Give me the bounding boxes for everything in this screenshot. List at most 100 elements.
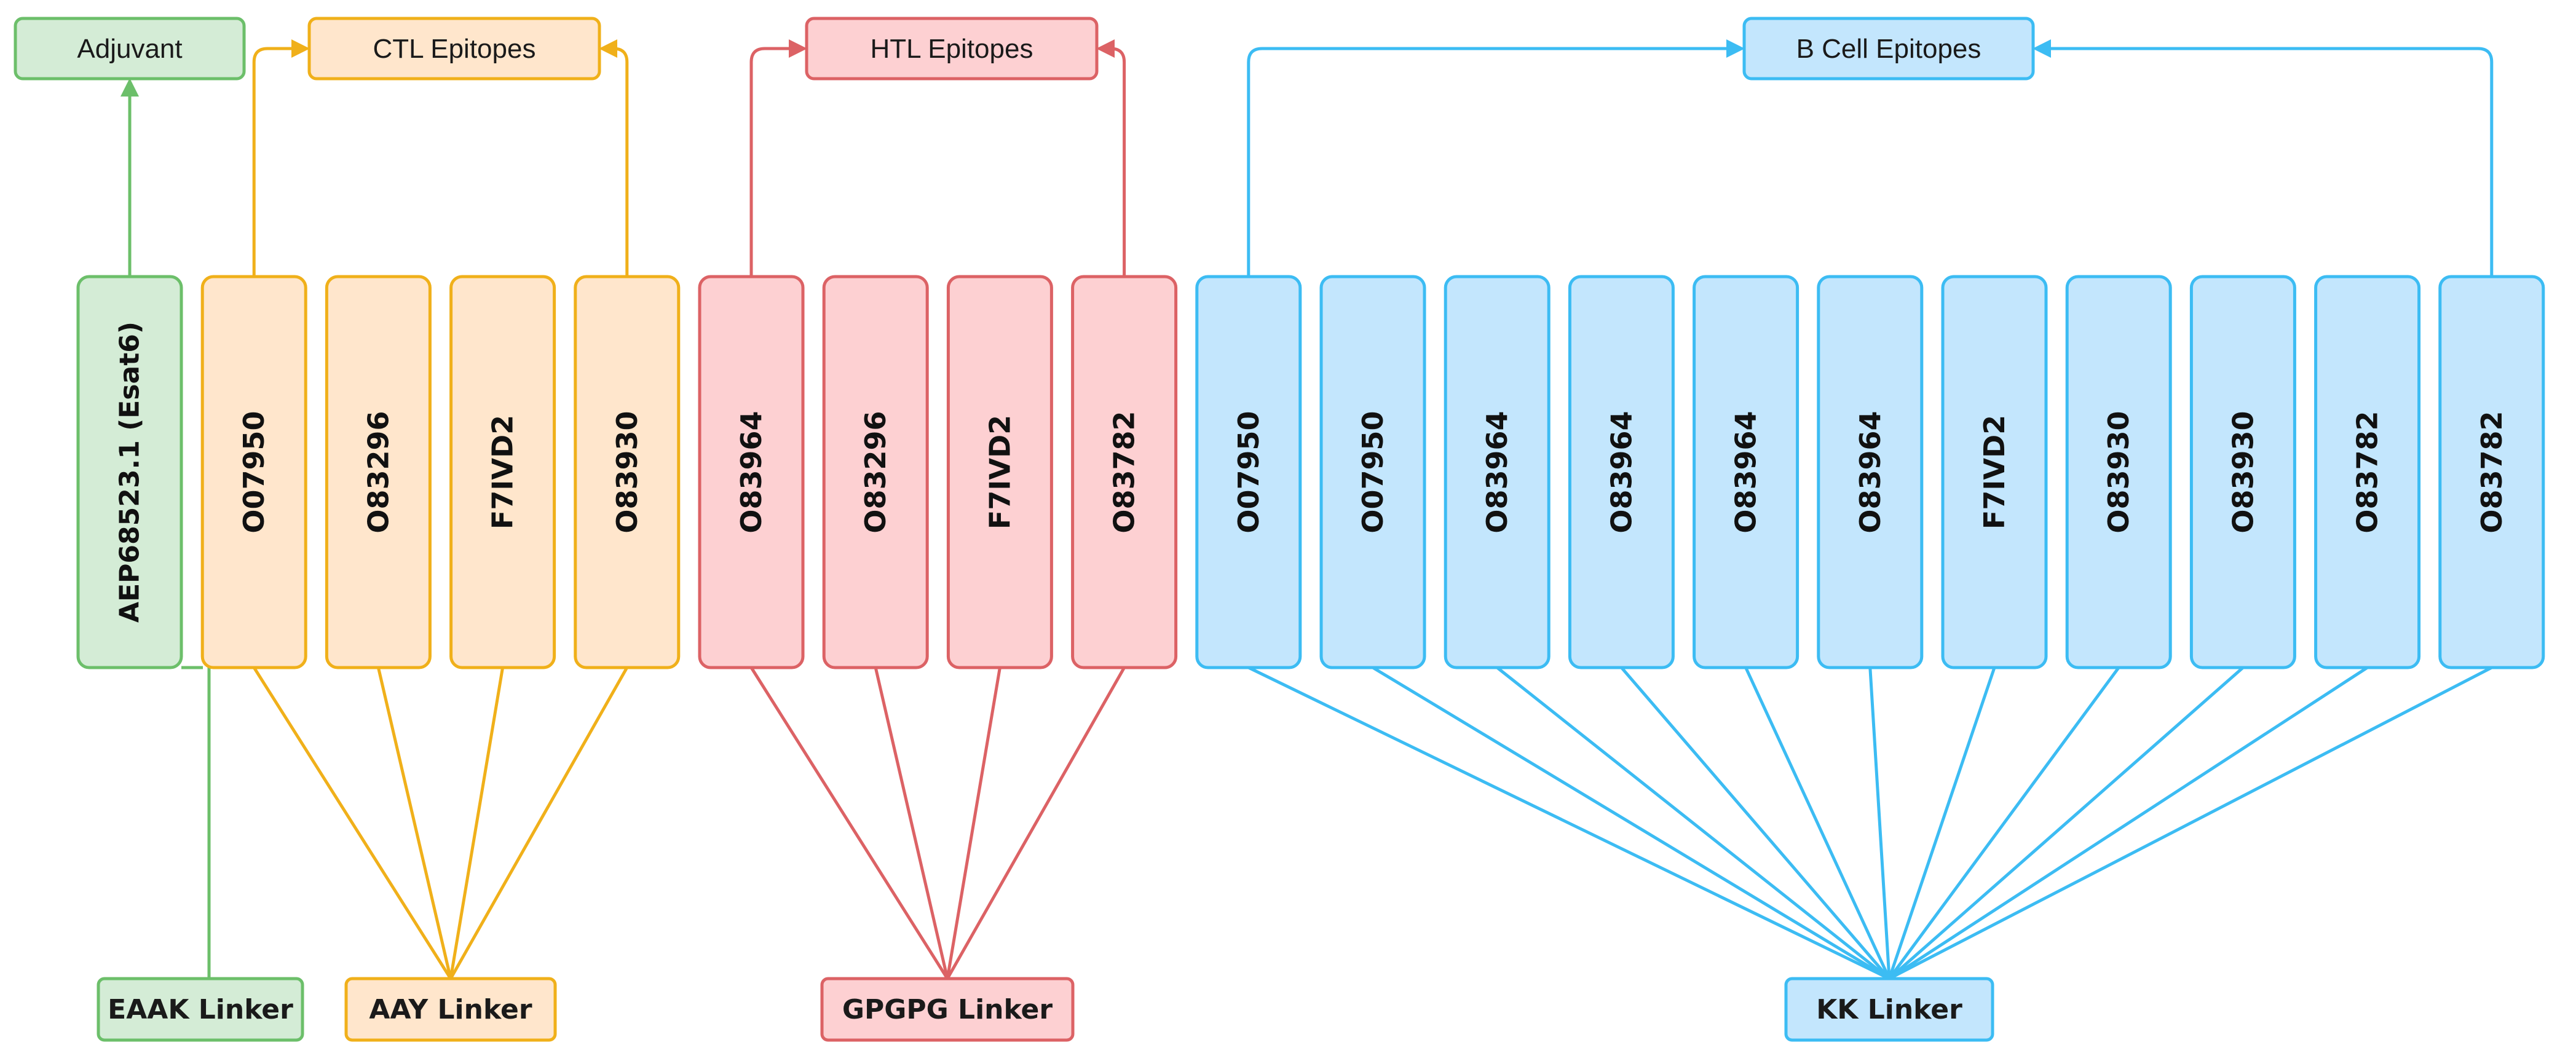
sequence-label: O83930	[2102, 411, 2135, 533]
sequence-label: O83964	[1480, 411, 1514, 533]
aay-linker-connector	[449, 666, 629, 980]
sequence-box-shape	[325, 275, 432, 669]
category-box-shape	[307, 17, 601, 81]
sequence-box-o83930: O83930	[574, 275, 681, 669]
sequence-label: F7IVD2	[486, 415, 520, 529]
eaak-linker-box: EAAK Linker	[97, 977, 304, 1042]
sequence-label: O07950	[1232, 411, 1265, 533]
sequence-box-shape	[76, 275, 183, 669]
gpgpg-linker-connector	[946, 666, 1126, 980]
linker-label: GPGPG Linker	[842, 994, 1053, 1025]
aay-linker-connector	[449, 666, 505, 980]
sequence-box-o83296: O83296	[325, 275, 432, 669]
b-cell-epitopes-arrow-left	[1247, 39, 1745, 277]
category-box-shape	[805, 17, 1099, 81]
sequence-label: F7IVD2	[1978, 415, 2011, 529]
sequence-box-shape	[1941, 275, 2048, 669]
aay-linker-connector	[376, 666, 452, 980]
category-label: B Cell Epitopes	[1796, 34, 1981, 64]
kk-linker-connector	[1619, 666, 1891, 980]
sequence-label: O83930	[2226, 411, 2259, 533]
htl-epitopes-arrow-left	[749, 39, 807, 277]
sequence-box-o83930: O83930	[2189, 275, 2296, 669]
category-box-shape	[14, 17, 246, 81]
kk-linker-connector	[1887, 666, 2494, 980]
kk-linker-connector	[1887, 666, 2120, 980]
kk-linker-connector	[1495, 666, 1891, 980]
linker-box-shape	[1784, 977, 1994, 1042]
sequence-box-f7ivd2: F7IVD2	[449, 275, 556, 669]
gpgpg-linker-connector	[749, 666, 949, 980]
category-boxes: Adjuvant CTL Epitopes HTL Epitopes B Cell E…	[14, 17, 2035, 81]
sequence-label: O83930	[610, 411, 644, 533]
sequence-box-o07950: O07950	[1195, 275, 1302, 669]
linker-label: EAAK Linker	[108, 994, 293, 1025]
sequence-box-shape	[2438, 275, 2545, 669]
sequence-box-shape	[2314, 275, 2421, 669]
sequence-box-shape	[698, 275, 805, 669]
sequence-box-o07950: O07950	[1319, 275, 1426, 669]
sequence-box-shape	[1195, 275, 1302, 669]
sequence-label: O07950	[1356, 411, 1389, 533]
sequence-label: O83296	[362, 411, 395, 533]
adjuvant-box: Adjuvant	[14, 17, 246, 81]
sequence-label: O07950	[237, 411, 271, 533]
sequence-box-aep68523-1-esat6: AEP68523.1 (Esat6)	[76, 275, 183, 669]
sequence-box-o83782: O83782	[1071, 275, 1178, 669]
kk-linker-connector	[1868, 666, 1891, 980]
b-cell-epitopes-arrow-right	[2033, 39, 2494, 277]
htl-epitopes-arrow-right	[1096, 39, 1126, 277]
sequence-box-o83296: O83296	[822, 275, 929, 669]
sequence-box-o83964: O83964	[698, 275, 805, 669]
sequence-label: O83782	[2475, 411, 2508, 533]
sequence-label: O83964	[1729, 411, 1763, 533]
aay-linker-connector	[252, 666, 452, 980]
sequence-label: F7IVD2	[983, 415, 1016, 529]
sequence-box-f7ivd2: F7IVD2	[1941, 275, 2048, 669]
sequence-boxes: AEP68523.1 (Esat6) O07950 O83296 F7IVD2 O839…	[76, 275, 2545, 669]
kk-linker-connector	[1887, 666, 2245, 980]
sequence-box-shape	[574, 275, 681, 669]
b-cell-epitopes-box: B Cell Epitopes	[1742, 17, 2035, 81]
sequence-label: O83964	[1605, 411, 1638, 533]
htl-epitopes-box: HTL Epitopes	[805, 17, 1099, 81]
sequence-box-o83782: O83782	[2314, 275, 2421, 669]
kk-linker-connector	[1887, 666, 2369, 980]
sequence-box-o07950: O07950	[200, 275, 307, 669]
aay-linker-box: AAY Linker	[344, 977, 557, 1042]
sequence-box-shape	[822, 275, 929, 669]
sequence-label: O83782	[1108, 411, 1141, 533]
sequence-box-o83964: O83964	[1693, 275, 1800, 669]
kk-linker-box: KK Linker	[1784, 977, 1994, 1042]
sequence-label: O83964	[735, 411, 768, 533]
linker-label: KK Linker	[1816, 994, 1962, 1025]
sequence-box-shape	[1817, 275, 1924, 669]
connectors	[121, 39, 2494, 980]
sequence-box-shape	[200, 275, 307, 669]
sequence-box-f7ivd2: F7IVD2	[946, 275, 1053, 669]
sequence-box-shape	[1071, 275, 1178, 669]
linker-box-shape	[97, 977, 304, 1042]
sequence-label: O83782	[2351, 411, 2384, 533]
sequence-label: O83964	[1854, 411, 1887, 533]
ctl-epitopes-box: CTL Epitopes	[307, 17, 601, 81]
linker-label: AAY Linker	[369, 994, 532, 1025]
sequence-box-shape	[1693, 275, 1800, 669]
sequence-box-o83964: O83964	[1568, 275, 1675, 669]
gpgpg-linker-connector	[874, 666, 949, 980]
category-box-shape	[1742, 17, 2035, 81]
sequence-box-o83964: O83964	[1444, 275, 1551, 669]
gpgpg-linker-connector	[946, 666, 1002, 980]
sequence-box-shape	[2189, 275, 2296, 669]
gpgpg-linker-box: GPGPG Linker	[820, 977, 1075, 1042]
sequence-label: AEP68523.1 (Esat6)	[114, 321, 146, 623]
sequence-box-shape	[1444, 275, 1551, 669]
linker-box-shape	[820, 977, 1075, 1042]
linker-box-shape	[344, 977, 557, 1042]
ctl-epitopes-arrow-left	[252, 39, 310, 277]
kk-linker-connector	[1371, 666, 1891, 980]
sequence-box-shape	[449, 275, 556, 669]
ctl-epitopes-arrow-right	[599, 39, 629, 277]
sequence-box-o83930: O83930	[2065, 275, 2172, 669]
